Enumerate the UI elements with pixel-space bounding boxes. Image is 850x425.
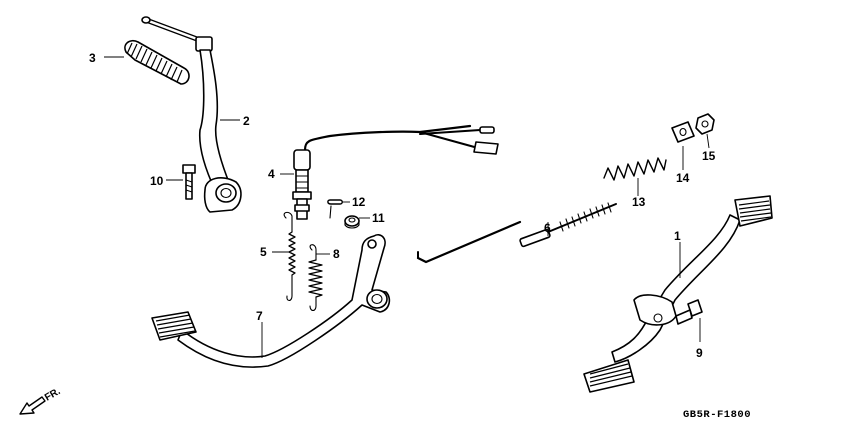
callout-8: 8 bbox=[333, 247, 340, 261]
collar bbox=[671, 121, 695, 143]
callout-4: 4 bbox=[268, 167, 275, 181]
leader-lines bbox=[104, 56, 710, 358]
spring-8 bbox=[308, 244, 323, 312]
front-direction-arrow: FR. bbox=[19, 386, 63, 415]
callout-5: 5 bbox=[260, 245, 267, 259]
bolt-9 bbox=[675, 299, 703, 325]
brake-pedal bbox=[151, 233, 391, 368]
callout-7: 7 bbox=[256, 309, 263, 323]
callout-3: 3 bbox=[89, 51, 96, 65]
spring-5 bbox=[283, 211, 296, 302]
cotter-pin bbox=[327, 199, 343, 219]
brake-rod bbox=[416, 202, 617, 264]
front-label: FR. bbox=[43, 386, 63, 404]
kick-grip-rubber bbox=[124, 39, 190, 85]
callout-11: 11 bbox=[372, 211, 385, 225]
nut bbox=[695, 113, 715, 135]
washer bbox=[344, 215, 360, 229]
stop-switch bbox=[292, 124, 499, 220]
callout-15: 15 bbox=[702, 149, 716, 163]
step-bar bbox=[583, 195, 773, 393]
callout-2: 2 bbox=[243, 114, 250, 128]
callout-9: 9 bbox=[696, 346, 703, 360]
callout-14: 14 bbox=[676, 171, 690, 185]
callout-13: 13 bbox=[632, 195, 646, 209]
bolt-10 bbox=[182, 164, 196, 200]
callout-6: 6 bbox=[544, 221, 551, 235]
spring-13 bbox=[603, 157, 667, 181]
kick-starter-arm bbox=[141, 16, 242, 213]
diagram-code: GB5R-F1800 bbox=[683, 409, 751, 421]
callout-labels: 1 2 3 4 5 6 7 8 9 10 11 12 13 14 15 bbox=[89, 51, 716, 360]
callout-10: 10 bbox=[150, 174, 164, 188]
arrow-icon bbox=[19, 396, 46, 415]
callout-12: 12 bbox=[352, 195, 366, 209]
callout-1: 1 bbox=[674, 229, 681, 243]
